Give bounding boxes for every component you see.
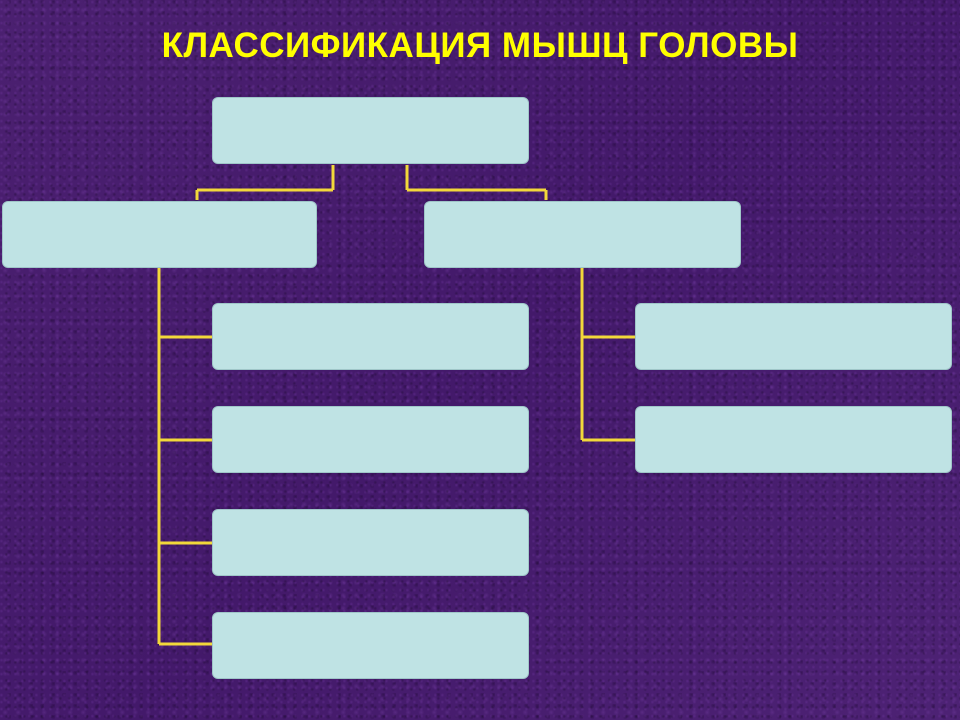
left-child-box-4 xyxy=(212,612,529,679)
root-box xyxy=(212,97,529,164)
left-child-box-3 xyxy=(212,509,529,576)
left-branch-box xyxy=(2,201,317,268)
right-child-box-2 xyxy=(635,406,952,473)
right-branch-box xyxy=(424,201,741,268)
left-child-box-1 xyxy=(212,303,529,370)
left-child-box-2 xyxy=(212,406,529,473)
slide-title: КЛАССИФИКАЦИЯ МЫШЦ ГОЛОВЫ xyxy=(161,26,799,65)
right-child-box-1 xyxy=(635,303,952,370)
